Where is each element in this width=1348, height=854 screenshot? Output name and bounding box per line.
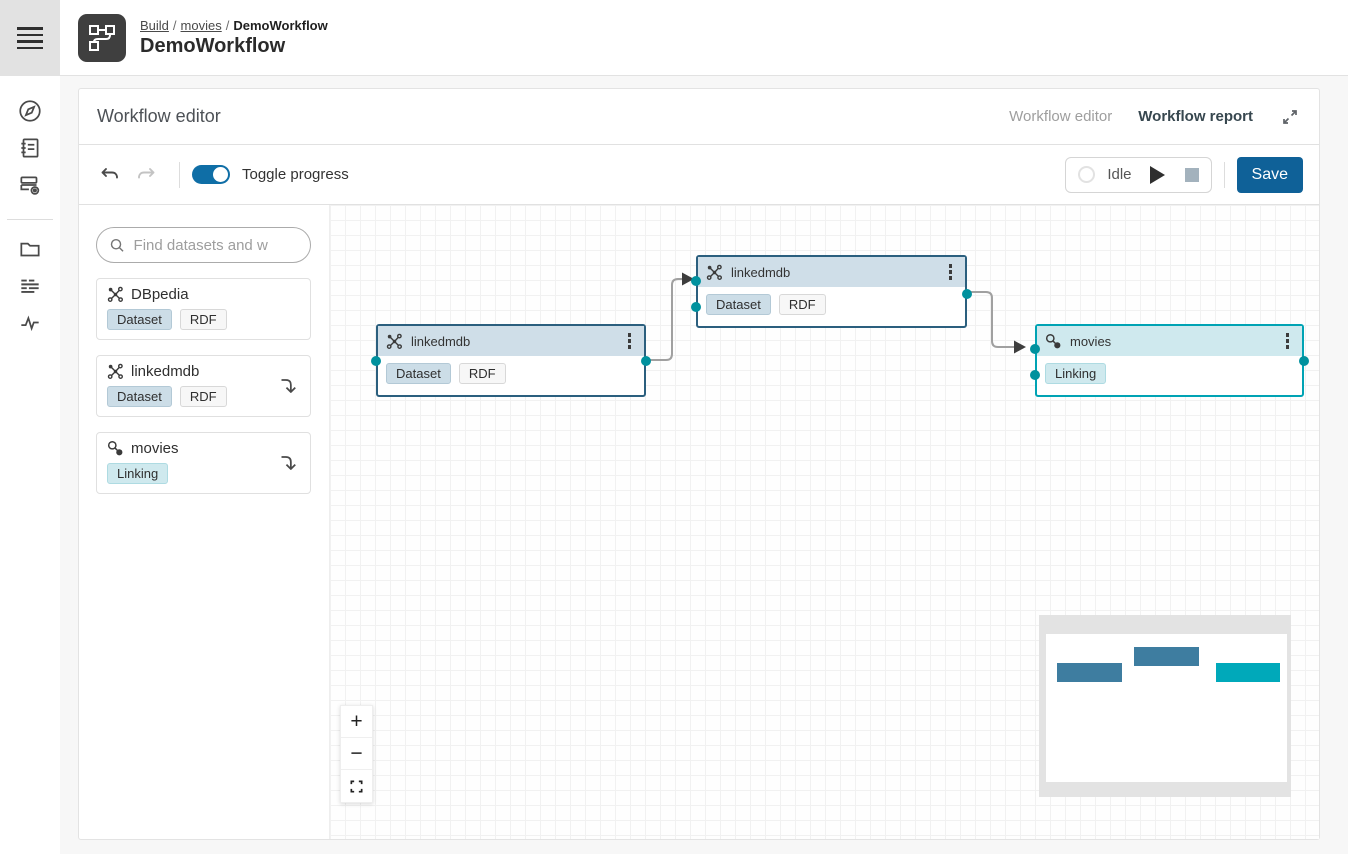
edge-linkedmdb1-to-linkedmdb2 (646, 278, 682, 361)
app-header: Build/movies/DemoWorkflow DemoWorkflow (0, 0, 1348, 76)
tag-linking: Linking (107, 463, 169, 484)
node-linkedmdb-2[interactable]: linkedmdb Dataset RDF (691, 255, 972, 328)
tab-workflow-editor[interactable]: Workflow editor (1009, 108, 1113, 125)
breadcrumb-link-project[interactable]: movies (180, 17, 222, 33)
tag-rdf: RDF (179, 386, 227, 407)
datasets-list-icon[interactable] (17, 273, 43, 299)
dataset-cluster-icon (107, 363, 123, 379)
fit-view-button[interactable] (341, 770, 372, 802)
breadcrumb-separator: / (172, 17, 177, 33)
workflow-editor-card: Workflow editor Workflow editor Workflow… (78, 88, 1320, 840)
insert-into-canvas-icon[interactable] (276, 375, 298, 397)
workflow-app-icon (78, 13, 126, 62)
tag-dataset: Dataset (386, 363, 451, 384)
fit-view-icon (350, 780, 363, 792)
tag-dataset: Dataset (107, 386, 172, 407)
tag-rdf: RDF (778, 294, 826, 315)
tag-dataset: Dataset (107, 309, 172, 330)
output-port[interactable] (641, 356, 651, 366)
dataset-cluster-icon (107, 286, 123, 302)
operator-palette: DBpedia Dataset RDF linkedmdb Dataset (79, 205, 329, 839)
card-header: Workflow editor Workflow editor Workflow… (79, 89, 1319, 145)
editor-toolbar: Toggle progress Idle Save (79, 145, 1319, 205)
toolbar-divider (1223, 161, 1225, 188)
node-menu-kebab-icon[interactable] (1281, 330, 1295, 352)
tag-rdf: RDF (458, 363, 506, 384)
zoom-in-button[interactable]: + (341, 706, 372, 738)
left-nav-rail (0, 76, 60, 854)
activity-pulse-icon[interactable] (17, 310, 43, 336)
node-menu-kebab-icon[interactable] (623, 330, 637, 352)
palette-item-movies[interactable]: movies Linking (96, 432, 311, 494)
breadcrumb-link-build[interactable]: Build (140, 17, 169, 33)
tab-workflow-report[interactable]: Workflow report (1138, 108, 1253, 125)
tag-linking: Linking (1045, 363, 1107, 384)
insert-into-canvas-icon[interactable] (276, 452, 298, 474)
breadcrumb-separator: / (225, 17, 230, 33)
palette-item-name: DBpedia (131, 286, 189, 303)
minimap[interactable] (1039, 615, 1291, 797)
breadcrumb: Build/movies/DemoWorkflow (140, 18, 328, 33)
breadcrumb-current: DemoWorkflow (233, 17, 328, 33)
input-port-2[interactable] (691, 302, 701, 312)
palette-item-dbpedia[interactable]: DBpedia Dataset RDF (96, 278, 311, 340)
dataset-preview-icon[interactable] (17, 172, 43, 198)
run-workflow-button[interactable] (1149, 165, 1165, 184)
toolbar-divider (179, 161, 180, 188)
palette-search (96, 227, 311, 263)
hamburger-icon (17, 27, 43, 49)
card-title: Workflow editor (97, 106, 221, 126)
minimap-node-linkedmdb-2 (1134, 647, 1199, 666)
undo-button[interactable] (95, 160, 125, 190)
input-port[interactable] (1030, 344, 1040, 354)
tag-dataset: Dataset (706, 294, 771, 315)
redo-button[interactable] (131, 160, 161, 190)
tag-rdf: RDF (179, 309, 227, 330)
stop-workflow-button[interactable] (1184, 167, 1199, 182)
edge-arrowhead (1014, 340, 1026, 354)
page-title: DemoWorkflow (140, 34, 286, 57)
node-movies[interactable]: movies Linking (1030, 324, 1309, 397)
save-button[interactable]: Save (1236, 156, 1303, 193)
node-label: movies (1070, 333, 1112, 349)
zoom-controls: + − (340, 705, 373, 803)
node-label: linkedmdb (731, 264, 791, 280)
hamburger-menu-button[interactable] (0, 0, 60, 76)
toggle-progress-switch[interactable] (192, 165, 230, 184)
edge-linkedmdb2-to-movies (967, 291, 1014, 348)
status-label: Idle (1107, 166, 1132, 183)
header-main: Build/movies/DemoWorkflow DemoWorkflow (60, 0, 1348, 76)
output-port[interactable] (1299, 356, 1309, 366)
zoom-out-button[interactable]: − (341, 738, 372, 770)
fullscreen-expand-icon[interactable] (1279, 106, 1301, 128)
linking-icon (107, 440, 123, 456)
status-indicator-icon (1078, 166, 1096, 183)
explore-compass-icon[interactable] (17, 98, 43, 124)
palette-item-linkedmdb[interactable]: linkedmdb Dataset RDF (96, 355, 311, 417)
workflow-canvas[interactable]: linkedmdb Dataset RDF linkedmdb (329, 205, 1319, 839)
linking-icon (1045, 333, 1061, 348)
toggle-progress-label: Toggle progress (242, 166, 349, 183)
search-icon (110, 238, 124, 252)
vocabulary-book-icon[interactable] (17, 135, 43, 161)
input-port-2[interactable] (1030, 370, 1040, 380)
input-port[interactable] (371, 356, 381, 366)
search-input[interactable] (133, 236, 298, 254)
node-linkedmdb-1[interactable]: linkedmdb Dataset RDF (371, 324, 651, 397)
palette-item-name: movies (131, 440, 179, 457)
output-port[interactable] (962, 289, 972, 299)
input-port[interactable] (691, 276, 701, 286)
dataset-cluster-icon (386, 333, 402, 349)
node-label: linkedmdb (411, 333, 471, 349)
node-menu-kebab-icon[interactable] (944, 261, 958, 283)
dataset-cluster-icon (706, 264, 722, 280)
execution-status-group: Idle (1065, 156, 1212, 193)
minimap-node-linkedmdb-1 (1057, 663, 1122, 682)
palette-item-name: linkedmdb (131, 363, 200, 380)
projects-folder-icon[interactable] (17, 236, 43, 262)
minimap-node-movies (1216, 663, 1280, 682)
rail-divider (7, 219, 53, 220)
